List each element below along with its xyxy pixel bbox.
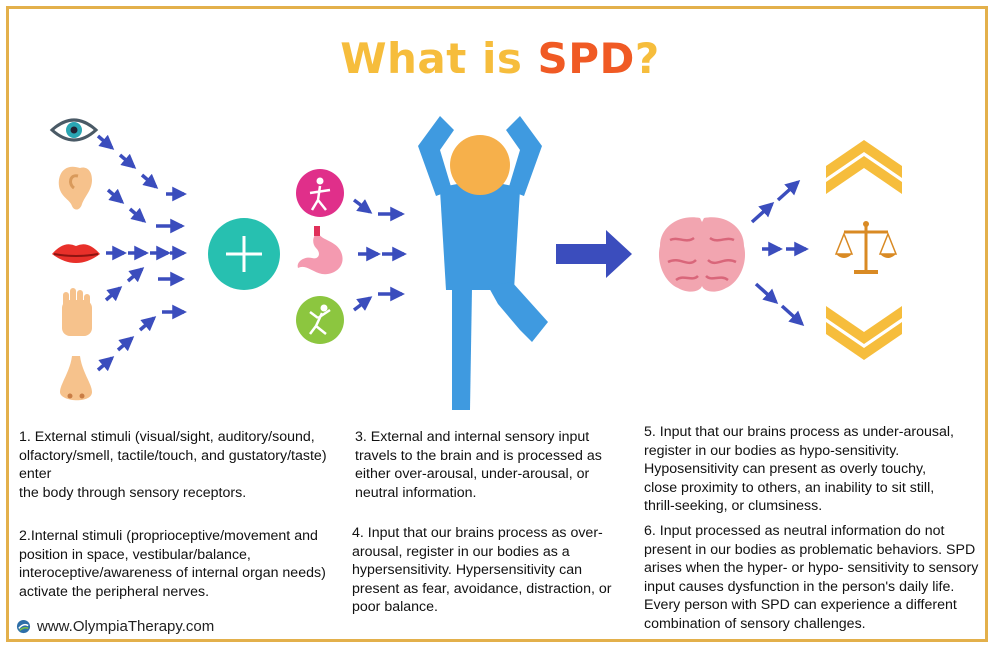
hand-icon — [62, 288, 92, 336]
step-2-text: 2.Internal stimuli (proprioceptive/movem… — [19, 528, 326, 600]
step-6-text: 6. Input processed as neutral informatio… — [644, 523, 979, 632]
eye-icon — [49, 118, 99, 142]
nose-icon — [60, 356, 92, 401]
page-border — [6, 6, 988, 642]
globe-logo-icon — [16, 619, 31, 634]
person-figure — [418, 116, 548, 410]
big-arrow-icon — [556, 230, 632, 278]
step-3-text: 3. External and internal sensory input t… — [355, 429, 602, 501]
outcome-arrows — [750, 180, 809, 326]
sense-arrows — [96, 134, 187, 372]
website-link[interactable]: www.OlympiaTherapy.com — [37, 618, 215, 635]
step-4-text: 4. Input that our brains process as over… — [352, 525, 612, 615]
internal-arrows — [352, 198, 407, 312]
step-1-text: 1. External stimuli (visual/sight, audit… — [19, 429, 327, 501]
balance-person-icon — [296, 169, 344, 217]
climbing-person-icon — [296, 296, 344, 344]
ear-icon — [58, 166, 92, 210]
lips-icon — [52, 244, 100, 263]
page-title: What is SPD? — [340, 34, 660, 83]
plus-circle-icon — [208, 218, 280, 290]
scales-icon — [834, 221, 898, 274]
footer: www.OlympiaTherapy.com — [16, 618, 214, 635]
chevrons-down-icon — [826, 306, 902, 360]
chevrons-up-icon — [826, 140, 902, 194]
stomach-icon — [297, 226, 343, 275]
step-5-text: 5. Input that our brains process as unde… — [644, 424, 954, 514]
brain-icon — [658, 217, 746, 292]
